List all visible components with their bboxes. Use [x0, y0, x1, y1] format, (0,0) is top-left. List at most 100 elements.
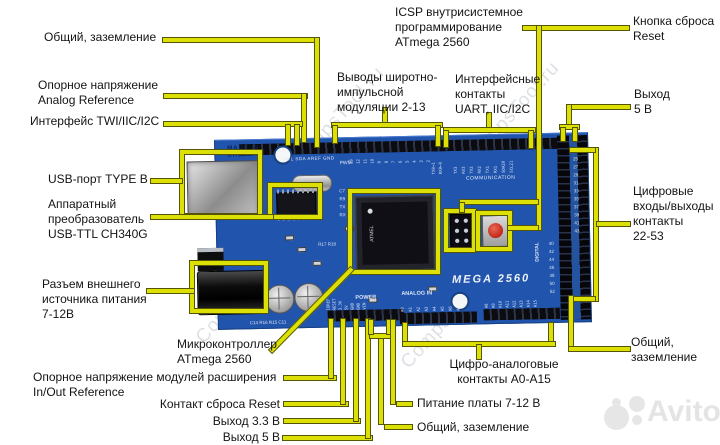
callout-line [328, 318, 334, 379]
callout-line [390, 319, 396, 405]
passive-component [312, 260, 322, 266]
callout-label-reset-pin: Контакт сброса Reset [159, 397, 280, 411]
callout-line [522, 25, 630, 31]
avito-logo: Avito [600, 390, 720, 440]
callout-label-analog-reference: Опорное напряжение Analog Reference [38, 78, 159, 107]
callout-line [378, 333, 384, 425]
avito-logo-text: Avito [647, 395, 720, 428]
callout-line [340, 318, 346, 405]
callout-line [569, 147, 596, 153]
callout-line [283, 418, 361, 424]
callout-line [314, 37, 320, 148]
callout-label-pwm: Выводы широтно- импульсной модуляции 2-1… [337, 70, 438, 114]
callout-label-out-5v-right: Выход 5 В [634, 87, 670, 116]
digital-silk: DIGITAL [534, 242, 541, 262]
callout-line [162, 37, 320, 43]
mcu-highlight-box [347, 188, 441, 275]
callout-line [150, 214, 274, 220]
callout-line [382, 107, 388, 123]
callout-line [568, 295, 574, 350]
callout-line [402, 322, 408, 342]
callout-line [486, 112, 492, 128]
callout-label-out-5v: Выход 5 В [222, 430, 280, 444]
analog-pin-header-a [399, 311, 477, 325]
ch340-highlight-box [267, 182, 323, 220]
usb-highlight-box [179, 149, 263, 219]
mega2560-silk: MEGA 2560 [451, 272, 531, 286]
callout-line [528, 130, 534, 149]
callout-line [396, 401, 413, 407]
callout-line [572, 127, 578, 142]
mid-silk: R17 R18 [318, 241, 337, 247]
callout-label-digital-pins: Цифровые входы/выходы контакты 22-53 [633, 184, 714, 243]
callout-line [570, 104, 631, 110]
callout-line [536, 25, 542, 231]
communication-silk: COMMUNICATION [465, 174, 516, 182]
passive-component [285, 235, 295, 241]
callout-label-ch340: Аппаратный преобразователь USB-TTL CH340… [48, 197, 148, 241]
avito-logo-circle [632, 415, 642, 425]
power-jack-highlight-box [189, 260, 269, 314]
callout-line [596, 221, 631, 227]
callout-label-analog-pins: Цифро-аналоговые контакты A0-A15 [449, 357, 559, 386]
callout-line [568, 346, 631, 352]
callout-line [150, 178, 183, 184]
callout-label-icsp: ICSP внутрисистемное программирование AT… [395, 5, 523, 49]
callout-line [283, 375, 337, 381]
callout-line [365, 318, 371, 439]
callout-line [163, 93, 308, 99]
callout-line [459, 199, 539, 205]
callout-line [459, 202, 465, 213]
callout-line [285, 124, 291, 146]
callout-label-twi: Интерфейс TWI/IIC/I2C [30, 114, 160, 128]
callout-label-power-jack: Разъем внешнего источника питания 7-12В [42, 277, 147, 321]
callout-label-ground-bottom: Общий, заземление [417, 420, 530, 434]
callout-label-ground-right: Общий, заземление [631, 335, 698, 364]
callout-line [163, 121, 303, 127]
callout-label-usb: USB-порт TYPE B [48, 172, 148, 186]
avito-logo-circle [612, 398, 621, 407]
callout-label-ioref: Опорное напряжение модулей расширения In… [33, 370, 277, 399]
top-pins-silk: SCL SDA AREF GND [283, 155, 335, 162]
avito-logo-circle [604, 405, 629, 430]
callout-line [548, 322, 554, 342]
callout-line [368, 319, 374, 335]
callout-label-ground-top: Общий, заземление [44, 30, 157, 44]
analog-pin-header-b [483, 307, 560, 321]
analog-in-silk: ANALOG IN [401, 290, 433, 298]
callout-label-mcu: Микроконтроллер ATmega 2560 [177, 337, 277, 366]
callout-line [282, 435, 373, 441]
avito-logo-circle [629, 396, 645, 412]
callout-line [332, 125, 338, 144]
icsp-highlight-box [443, 208, 477, 253]
callout-label-vin: Питание платы 7-12 В [417, 396, 541, 410]
callout-line [560, 127, 566, 142]
callout-line [559, 124, 580, 130]
bottom-silk: C14 R16 R15 C11 [249, 319, 287, 326]
right-pin-numbers: 2325272931333537394143 [572, 148, 580, 234]
callout-line [146, 288, 195, 294]
capacitor [265, 284, 295, 314]
callout-line [301, 93, 307, 143]
callout-label-out-3v3: Выход 3.3 В [212, 414, 280, 428]
callout-line [353, 318, 359, 422]
reset-button-highlight-box [475, 210, 513, 252]
passive-component [297, 247, 307, 253]
callout-line [283, 401, 349, 407]
callout-line [294, 124, 300, 146]
callout-line [476, 344, 482, 360]
callout-label-reset-button: Кнопка сброса Reset [633, 14, 715, 43]
callout-label-uart: Интерфейсные контакты UART, IIC/I2C [455, 72, 541, 116]
callout-line [443, 130, 449, 148]
callout-line [507, 225, 539, 231]
callout-line [384, 424, 413, 430]
